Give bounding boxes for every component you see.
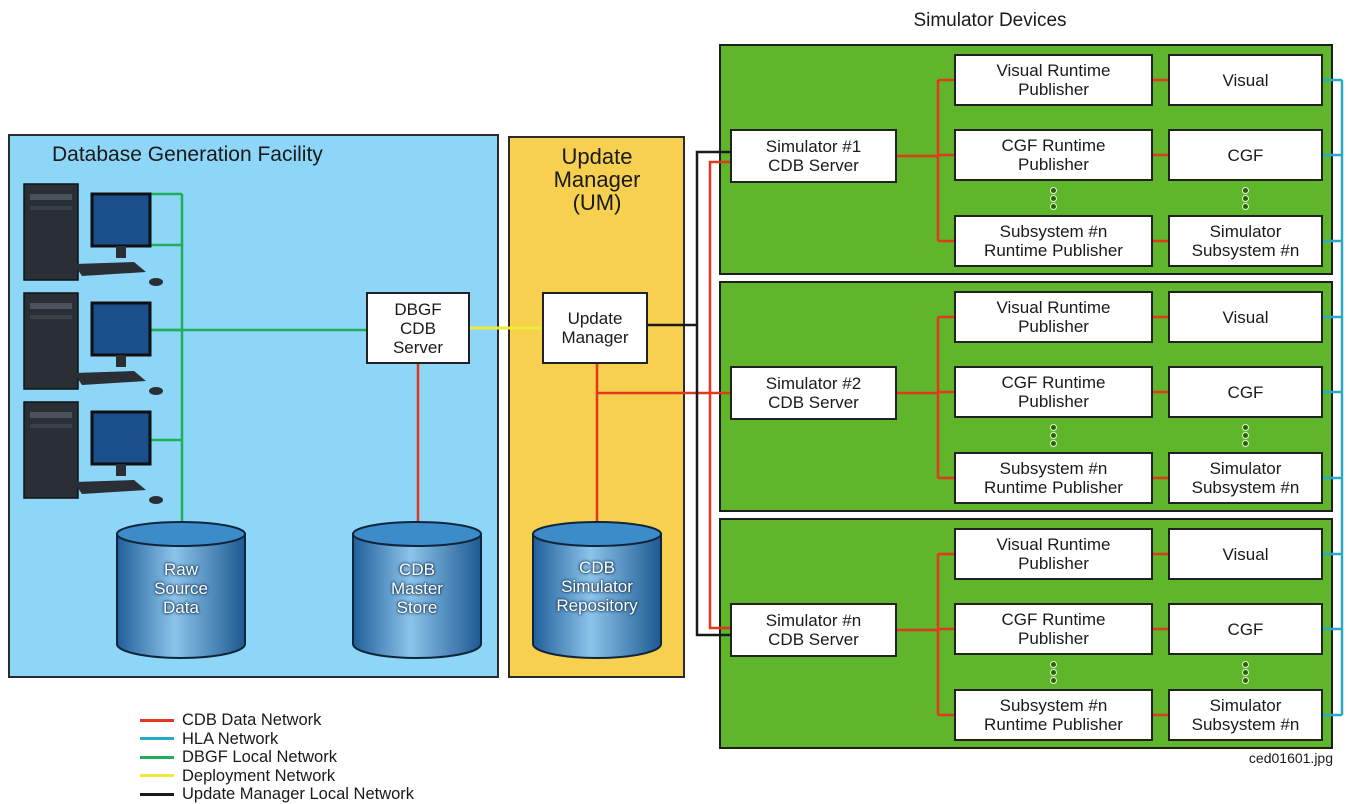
simulator-1-subsystem-publisher: Subsystem #n Runtime Publisher xyxy=(954,215,1153,267)
simulator-2-cdb-server: Simulator #2 CDB Server xyxy=(730,366,897,420)
simulator-1-visual: Visual xyxy=(1168,54,1323,106)
simulator-2-cgf-publisher: CGF Runtime Publisher xyxy=(954,366,1153,418)
update-manager-box: Update Manager xyxy=(542,292,648,364)
simulator-1-cdb-server: Simulator #1 CDB Server xyxy=(730,129,897,183)
ellipsis-dots-icon xyxy=(1242,187,1249,210)
simulator-1-cgf: CGF xyxy=(1168,129,1323,181)
ellipsis-dots-icon xyxy=(1050,187,1057,210)
ellipsis-dots-icon xyxy=(1242,661,1249,684)
legend-item-dbgf-local: DBGF Local Network xyxy=(140,748,414,767)
cdb-simulator-repository-label: CDB Simulator Repository xyxy=(556,558,638,615)
desktop-computer-icon xyxy=(22,398,172,515)
dbgf-cdb-server: DBGF CDB Server xyxy=(366,292,470,364)
simulator-n-cgf-publisher: CGF Runtime Publisher xyxy=(954,603,1153,655)
dbgf-title: Database Generation Facility xyxy=(52,143,323,166)
database-cylinder-icon xyxy=(116,521,246,659)
simulator-2-cgf: CGF xyxy=(1168,366,1323,418)
simulators-title: Simulator Devices xyxy=(913,10,1067,31)
simulator-n-subsystem: Simulator Subsystem #n xyxy=(1168,689,1323,741)
raw-source-data-label: Raw Source Data xyxy=(154,560,208,617)
legend-item-deployment: Deployment Network xyxy=(140,767,414,786)
raw-source-data-cylinder: Raw Source Data xyxy=(115,520,247,660)
legend-swatch xyxy=(140,755,174,759)
um-local-network-link xyxy=(695,150,730,637)
ellipsis-dots-icon xyxy=(1242,424,1249,447)
desktop-computer-icon xyxy=(22,289,172,406)
legend-swatch xyxy=(140,718,174,722)
simulator-1-cgf-publisher: CGF Runtime Publisher xyxy=(954,129,1153,181)
simulator-2-subsystem: Simulator Subsystem #n xyxy=(1168,452,1323,504)
legend-item-cdb-data: CDB Data Network xyxy=(140,711,414,730)
simulator-2-visual-publisher: Visual Runtime Publisher xyxy=(954,291,1153,343)
legend-swatch xyxy=(140,774,174,778)
database-cylinder-icon xyxy=(352,521,482,659)
simulator-n-cgf: CGF xyxy=(1168,603,1323,655)
legend-label: Deployment Network xyxy=(182,766,336,785)
ellipsis-dots-icon xyxy=(1050,424,1057,447)
simulator-n-subsystem-publisher: Subsystem #n Runtime Publisher xyxy=(954,689,1153,741)
legend-label: HLA Network xyxy=(182,729,279,748)
simulator-2-visual: Visual xyxy=(1168,291,1323,343)
filename-caption: ced01601.jpg xyxy=(1248,750,1333,766)
um-title: Update Manager (UM) xyxy=(553,144,641,215)
network-legend: CDB Data Network HLA Network DBGF Local … xyxy=(140,711,414,804)
ellipsis-dots-icon xyxy=(1050,661,1057,684)
legend-item-hla: HLA Network xyxy=(140,730,414,749)
simulator-n-visual: Visual xyxy=(1168,528,1323,580)
simulator-n-cdb-server: Simulator #n CDB Server xyxy=(730,603,897,657)
cdb-simulator-repository-cylinder: CDB Simulator Repository xyxy=(531,520,663,660)
legend-label: DBGF Local Network xyxy=(182,748,337,767)
database-cylinder-icon xyxy=(532,521,662,659)
legend-swatch xyxy=(140,737,174,741)
simulator-1-subsystem: Simulator Subsystem #n xyxy=(1168,215,1323,267)
cdb-data-network-link xyxy=(708,160,730,630)
cdb-master-store-label: CDB Master Store xyxy=(391,560,443,617)
legend-item-um-local: Update Manager Local Network xyxy=(140,785,414,804)
simulator-2-subsystem-publisher: Subsystem #n Runtime Publisher xyxy=(954,452,1153,504)
simulator-1-visual-publisher: Visual Runtime Publisher xyxy=(954,54,1153,106)
legend-swatch xyxy=(140,792,174,796)
legend-label: Update Manager Local Network xyxy=(182,785,415,804)
cdb-master-store-cylinder: CDB Master Store xyxy=(351,520,483,660)
desktop-computer-icon xyxy=(22,180,172,297)
simulator-n-visual-publisher: Visual Runtime Publisher xyxy=(954,528,1153,580)
legend-label: CDB Data Network xyxy=(182,711,322,730)
